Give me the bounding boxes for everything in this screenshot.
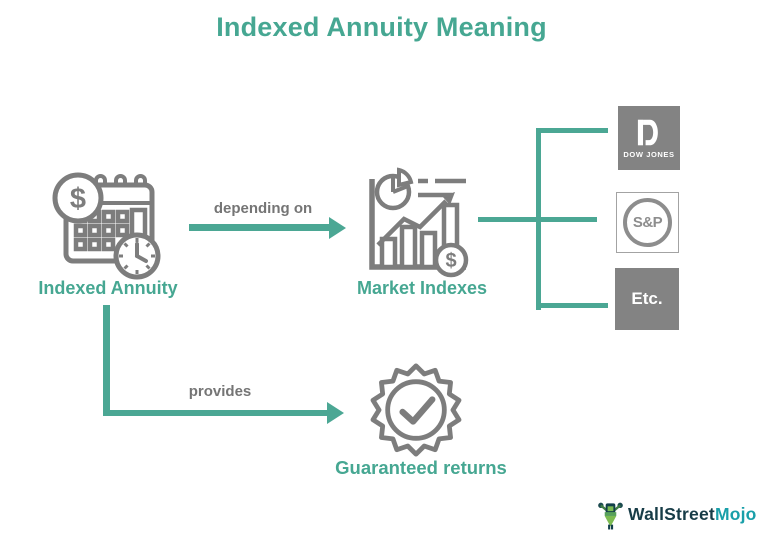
index-box-dow-jones: DOW JONES <box>618 106 680 170</box>
node-label-guaranteed-returns: Guaranteed returns <box>335 457 507 478</box>
arrow-provides-head <box>327 402 344 424</box>
node-label-indexed-annuity: Indexed Annuity <box>38 278 178 298</box>
wallstreetmojo-wordmark: WallStreetMojo <box>628 504 757 525</box>
connector-tree-vertical <box>536 128 541 310</box>
wallstreetmojo-mascot-icon <box>598 502 623 530</box>
brand-primary: WallStreet <box>628 504 715 524</box>
connector-to-dow-jones <box>538 128 608 133</box>
arrow-depending-on-line <box>189 224 330 231</box>
arrow-depending-on-head <box>329 216 346 239</box>
guarantee-badge-icon <box>370 363 462 457</box>
index-box-label: S&P <box>632 214 663 231</box>
edge-label-provides: provides <box>188 383 252 400</box>
node-label-market-indexes: Market Indexes <box>356 278 488 298</box>
edge-label-depending-on: depending on <box>213 200 313 217</box>
index-box-label: Etc. <box>631 289 663 308</box>
market-chart-icon: $ <box>369 167 469 278</box>
arrow-provides-line <box>103 409 328 416</box>
connector-to-etc <box>538 303 608 308</box>
dollar-icon: $ <box>445 250 456 272</box>
page-title: Indexed Annuity Meaning <box>216 12 547 42</box>
annuity-calendar-icon: $ <box>52 172 161 280</box>
dollar-icon: $ <box>70 183 86 215</box>
sp-logo-icon: S&P <box>623 198 672 247</box>
index-box-sp: S&P <box>616 192 679 253</box>
index-box-label: DOW JONES <box>623 149 675 159</box>
dow-jones-d-icon <box>637 119 658 145</box>
index-box-etc: Etc. <box>615 268 679 330</box>
brand-secondary: Mojo <box>714 504 757 524</box>
arrow-provides-vertical <box>103 305 110 416</box>
